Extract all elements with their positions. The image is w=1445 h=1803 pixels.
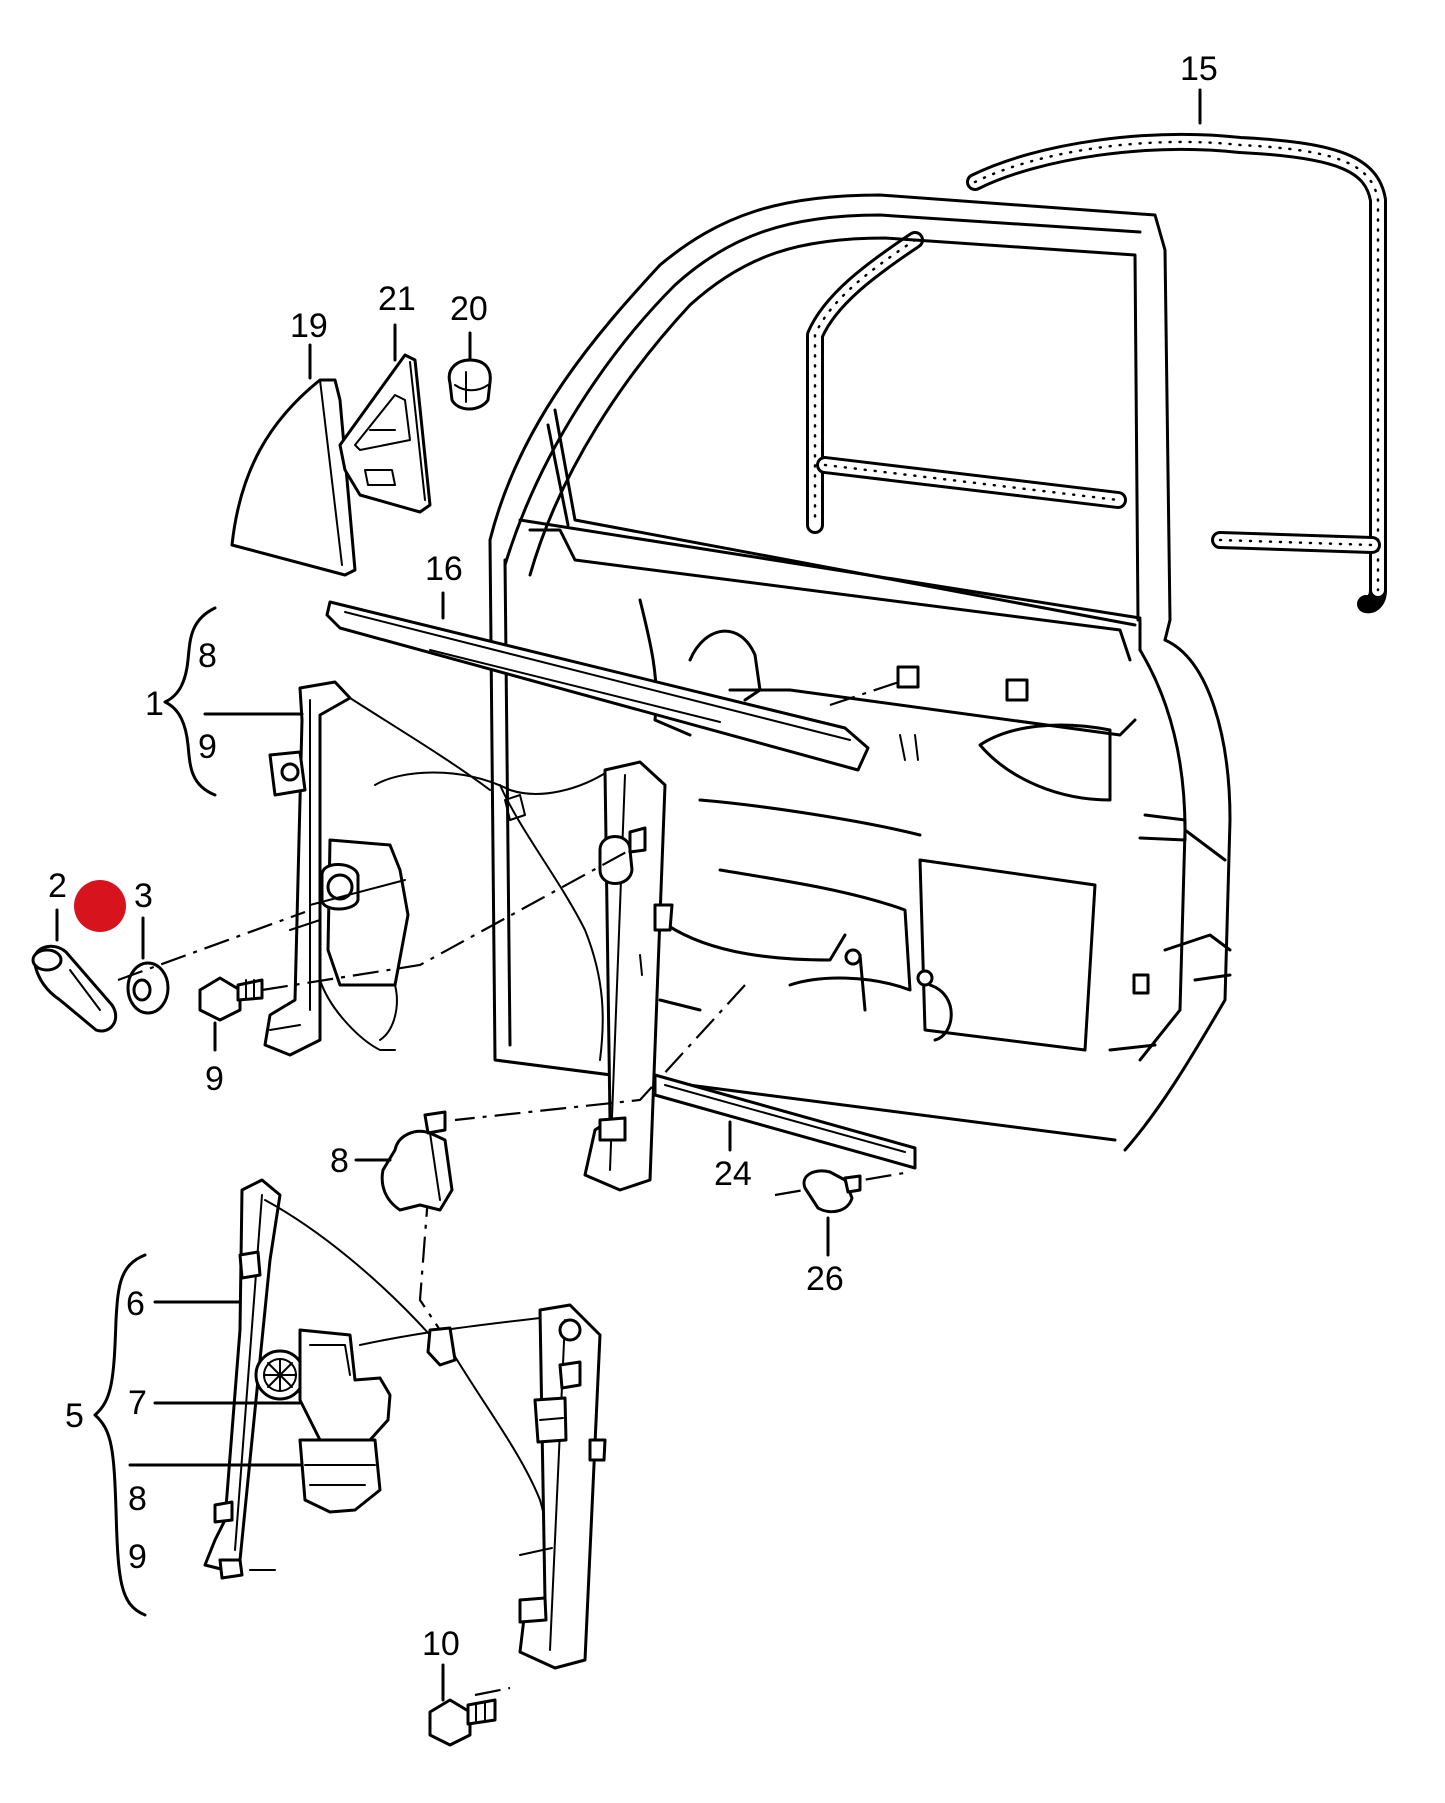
label-2: 2 [48,867,67,905]
label-21: 21 [378,280,416,318]
label-15: 15 [1180,50,1218,88]
leader-lines [55,88,1202,1702]
electric-window-regulator-part-5[interactable] [203,1178,607,1670]
label-9-bottom: 9 [128,1538,147,1576]
plastic-nut-part-20[interactable] [447,358,492,411]
assembly-line [454,984,746,1122]
door-clip-hole [896,665,920,689]
label-8-bottom: 8 [128,1480,147,1518]
label-3: 3 [134,877,153,915]
manual-window-regulator-part-1[interactable] [263,680,674,1192]
window-crank-handle-part-2[interactable] [31,944,118,1033]
retaining-clip-part-26[interactable] [802,1169,862,1214]
label-20: 20 [450,290,488,328]
window-guide-rail-part-16[interactable] [325,600,870,772]
label-1: 1 [145,685,164,723]
label-16: 16 [425,550,463,588]
cable-guide-part-8[interactable] [380,1110,454,1212]
label-5: 5 [65,1397,84,1435]
bolt-part-9[interactable] [198,976,264,1022]
assembly-line [474,1686,511,1697]
door-clip-hole [1005,678,1029,702]
label-6: 6 [126,1285,145,1323]
label-19: 19 [290,307,328,345]
door-shell [488,193,1232,1152]
label-7: 7 [128,1384,147,1422]
label-8-top: 8 [198,637,217,675]
label-26: 26 [806,1260,844,1298]
assembly-line [117,910,306,982]
highlight-marker [74,880,126,932]
bolt-part-10[interactable] [428,1698,497,1747]
assembly-line [261,849,631,992]
label-10: 10 [422,1625,460,1663]
mirror-trim-cover-part-19[interactable] [230,378,357,577]
assembly-line [829,678,906,707]
label-9-top: 9 [198,728,217,766]
door-seal-part-15[interactable] [966,132,1387,614]
mirror-bracket-part-21[interactable] [338,353,432,514]
sill-trim-strip-part-24[interactable] [653,1073,917,1170]
label-9-bolt: 9 [205,1060,224,1098]
handle-escutcheon-part-3[interactable] [126,961,170,1015]
label-8-clip: 8 [330,1142,349,1180]
label-24: 24 [714,1155,752,1193]
window-channel-seal [806,231,1127,534]
